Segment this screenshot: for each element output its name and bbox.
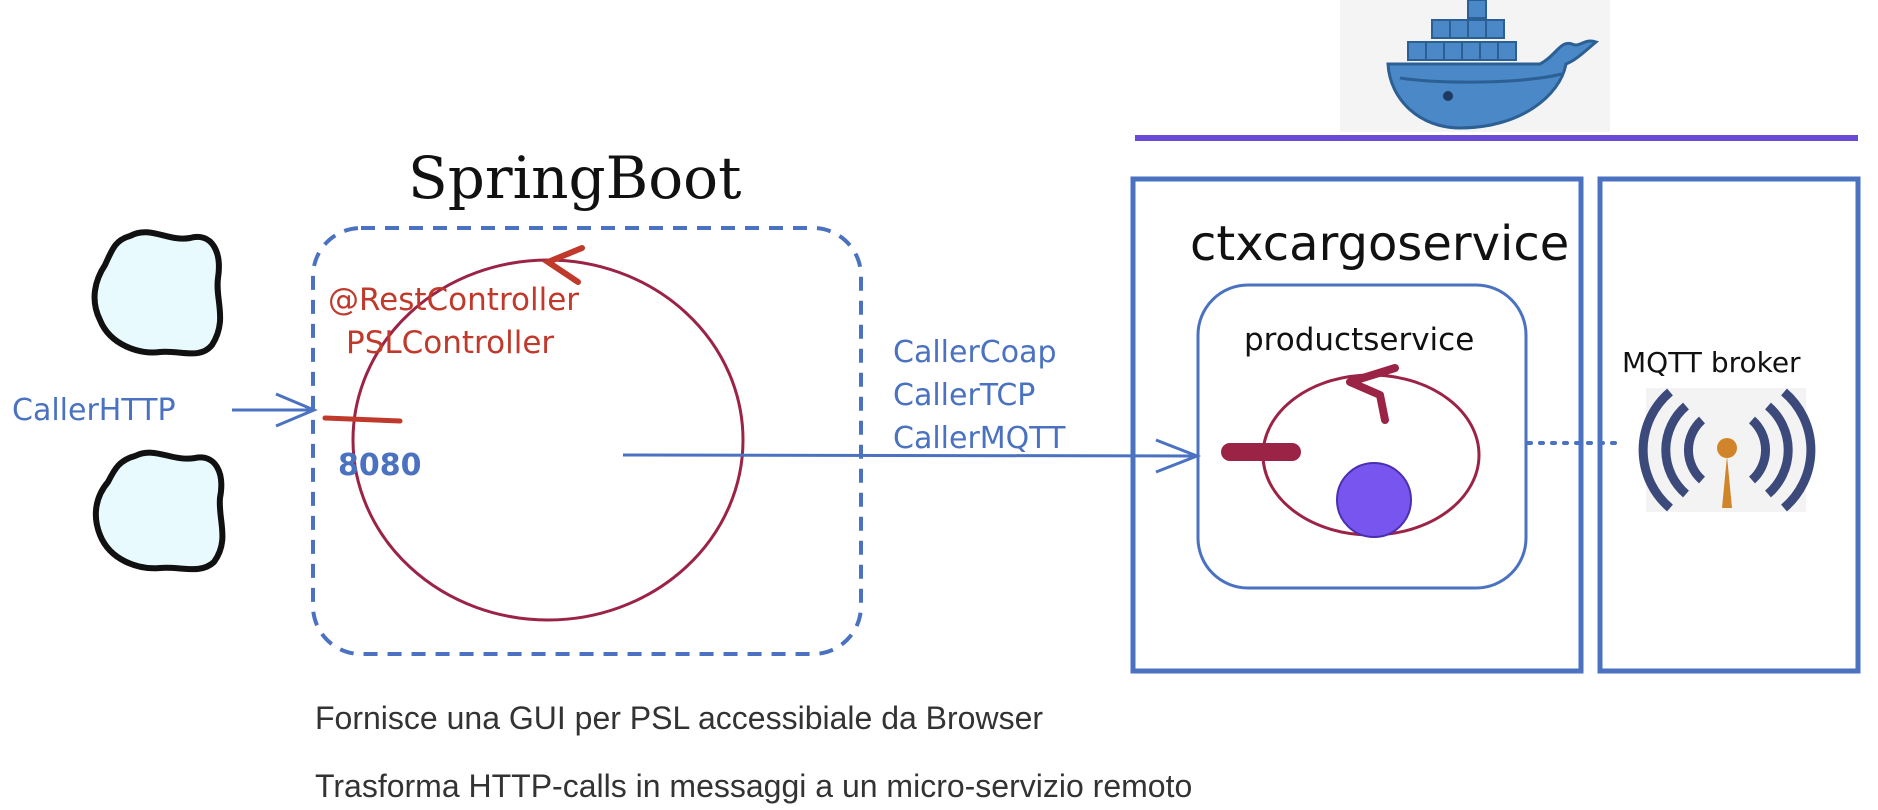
mqtt-antenna-icon xyxy=(1638,388,1816,512)
mqtt-broker-label: MQTT broker xyxy=(1622,346,1801,379)
productservice-box xyxy=(1196,283,1528,590)
caller-coap-label: CallerCoap xyxy=(893,335,1057,370)
mqtt-broker-box xyxy=(1597,176,1861,674)
docker-whale-icon xyxy=(1340,0,1610,132)
port-label: 8080 xyxy=(338,448,422,483)
springboot-title: SpringBoot xyxy=(408,144,741,212)
ctx-cargoservice-box xyxy=(1130,176,1584,674)
caller-mqtt-label: CallerMQTT xyxy=(893,421,1066,456)
productservice-label: productservice xyxy=(1244,322,1474,358)
port-bar xyxy=(322,415,403,424)
caller-tcp-label: CallerTCP xyxy=(893,378,1035,413)
ctx-cargoservice-label: ctxcargoservice xyxy=(1190,216,1569,272)
caller-http-arrowhead xyxy=(275,392,318,428)
caption-transform: Trasforma HTTP-calls in messaggi a un mi… xyxy=(315,768,1193,804)
psl-controller-label: PSLController xyxy=(346,325,554,361)
controller-arrow-mark xyxy=(541,245,585,285)
caption-gui: Fornisce una GUI per PSL accessibiale da… xyxy=(315,700,1044,736)
rest-controller-label: @RestController xyxy=(328,282,579,318)
actor-arrow-mark xyxy=(1346,364,1399,424)
springboot-boundary xyxy=(311,226,863,656)
caller-http-label: CallerHTTP xyxy=(12,393,176,428)
cloud-icon xyxy=(91,229,224,357)
caller-arrow xyxy=(622,453,1196,458)
actor-state-dot xyxy=(1336,462,1412,538)
cloud-icon xyxy=(92,449,226,573)
